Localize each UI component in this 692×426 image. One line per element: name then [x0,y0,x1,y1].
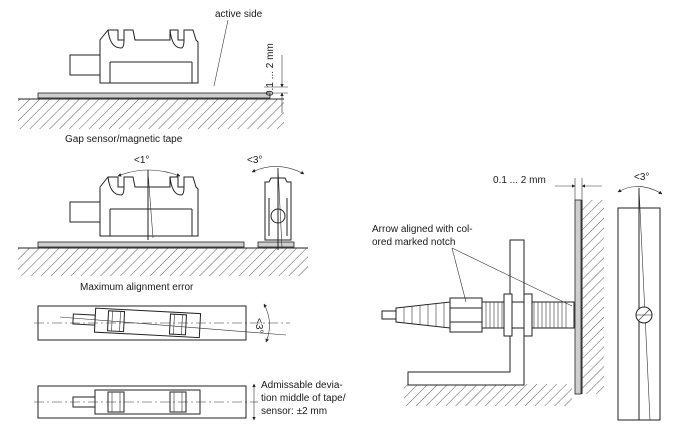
deviation-line-2: tion middle of tape/ [261,393,346,404]
active-side-label: active side [215,9,263,20]
deviation-line-3: sensor: ±2 mm [261,406,327,417]
face-view: <3° [617,172,663,421]
active-side-leader [213,19,229,87]
magnetic-tape-2 [37,241,245,248]
angle-1-label: <1° [134,155,149,166]
angle-arc-3c [617,186,663,195]
cable [381,310,397,320]
sensor-body-2 [69,176,199,237]
gap-caption: Gap sensor/magnetic tape [65,134,183,145]
angle-arc-3b [263,303,270,343]
wall-tape [574,199,582,395]
alignment-view: <1° <3° Maximum alignment error [18,155,308,293]
ground-hatch-2 [18,248,308,276]
gap-right-dimension: 0.1 ... 2 mm [493,175,546,186]
angle-arc-3a [251,166,305,175]
gap-top-dimension: 0.1 ... 2 mm [265,43,276,96]
floor-hatch [404,384,572,406]
top-view-deviation: Admissable devia- tion middle of tape/ s… [34,380,346,421]
magnetic-tape [37,92,271,99]
cylinder-sensor-view: 0.1 ... 2 mm Arrow aligned with col- ore… [372,175,604,406]
l-bracket [407,239,525,386]
angle-3b-label: <3° [253,318,264,333]
angle-3c-label: <3° [634,172,649,183]
arrow-note-leader-1 [451,247,467,303]
max-align-caption: Maximum alignment error [80,282,194,293]
connector-nut [449,297,483,333]
angle-3a-label: <3° [247,155,262,166]
angle-arc-1 [117,169,181,177]
arrow-note-line-1: Arrow aligned with col- [372,224,473,235]
lock-nut-2 [523,293,533,337]
lock-nut-1 [503,293,513,337]
arrow-note-line-2: ored marked notch [372,237,455,248]
deviation-line-1: Admissable devia- [261,380,343,391]
gap-view: active side 0.1 ... 2 mm Gap sensor/magn… [18,9,288,145]
magnetic-tape-end [257,241,295,248]
sensor-top-rotated [72,307,202,339]
ground-hatch [18,99,284,129]
wall-hatch [582,200,604,394]
arrow-note-leader-2 [451,247,573,307]
sensor-body [69,29,199,84]
top-view-angle: <3° [34,303,290,343]
